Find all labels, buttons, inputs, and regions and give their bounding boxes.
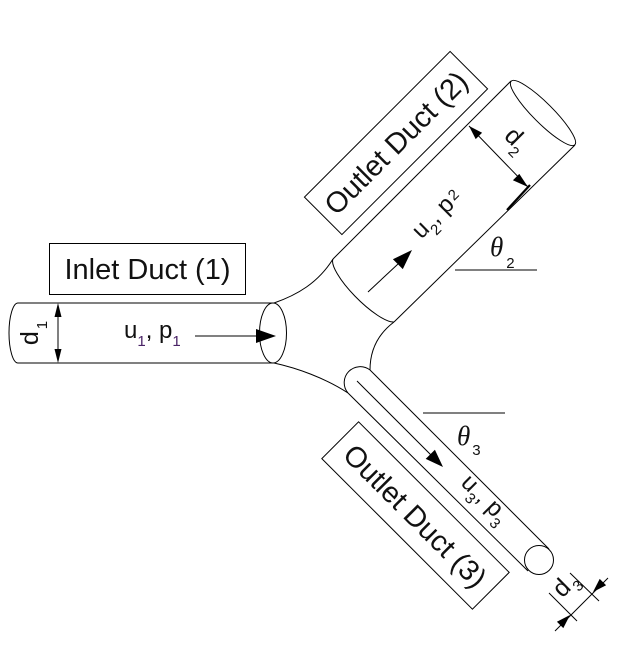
outlet-3-diameter-arrow-upper-icon	[593, 578, 607, 592]
outlet-duct-3-label-box-group	[321, 421, 510, 610]
outlet-duct-3-right-edge	[369, 369, 550, 550]
outlet-3-flow-arrow	[356, 380, 443, 467]
inlet-pressure-symbol: p	[159, 317, 172, 344]
outlet-3-flow-arrow-shaft	[356, 380, 432, 456]
outlet-3-diameter-label: d3	[547, 566, 587, 606]
inlet-diameter-dimension	[54, 303, 62, 363]
outlet-3-diameter-dimension	[548, 572, 609, 632]
junction-upper-wall	[273, 258, 334, 304]
outlet-2-diameter-label: d2	[495, 122, 535, 162]
outlet-duct-2-label-box	[303, 50, 489, 236]
inlet-duct-label-box	[49, 243, 246, 295]
outlet-3-flow-variables: u3, p3	[451, 469, 514, 532]
outlet-duct-3-left-edge	[347, 392, 529, 572]
inlet-diameter-subscript: 1	[34, 321, 51, 329]
inlet-flow-variables: u1, p1	[124, 317, 181, 350]
outlet-2-flow-arrow-head-icon	[392, 250, 412, 270]
outlet-2-angle-label: θ2	[490, 232, 515, 272]
outlet-duct-2-upper-edge	[332, 80, 512, 260]
outlet-2-diameter-arrow-lower-icon	[512, 173, 528, 187]
inlet-flow-arrow	[195, 329, 276, 343]
outlet-2-angle-symbol: θ	[490, 232, 503, 262]
outlet-3-extension-line-right	[569, 572, 600, 602]
outlet-duct-3-inner-end	[343, 366, 371, 394]
inlet-duct-left-end	[8, 302, 19, 364]
outlet-duct-2-lower-edge	[393, 144, 576, 323]
outlet-3-angle-subscript: 3	[472, 442, 480, 459]
inlet-pressure-subscript: 1	[172, 333, 180, 350]
inlet-separator: ,	[146, 317, 159, 344]
outlet-3-extension-line-left	[548, 592, 578, 622]
inlet-diameter-arrow-top-icon	[54, 303, 62, 317]
outlet-duct-2-edge-highlight	[506, 184, 531, 211]
outlet-2-diameter-dimension	[468, 125, 529, 188]
inlet-velocity-subscript: 1	[137, 333, 145, 350]
outlet-2-flow-arrow-shaft	[367, 263, 399, 293]
outlet-duct-3-end-cap	[524, 545, 554, 575]
outlet-2-diameter-arrow-upper-icon	[469, 126, 483, 140]
outlet-3-angle-symbol: θ	[457, 421, 470, 451]
inlet-diameter-symbol: d	[16, 331, 44, 345]
inlet-diameter-arrow-bottom-icon	[54, 349, 62, 363]
outlet-3-diameter-arrow-lower-icon	[556, 615, 570, 629]
outlet-duct-2-inner-end	[332, 258, 395, 323]
inlet-flow-arrow-head-icon	[256, 329, 276, 343]
outlet-duct-3	[343, 366, 554, 575]
outlet-duct-2	[332, 79, 577, 323]
outlet-2-angle-subscript: 2	[506, 255, 514, 272]
outlet-duct-2-end-cap	[509, 79, 577, 147]
junction-lower-wall	[273, 362, 349, 394]
junction-middle-wall	[369, 321, 395, 371]
outlet-duct-3-label-box	[321, 421, 510, 610]
outlet-2-flow-variables: u2, p2	[406, 183, 471, 248]
junction	[273, 258, 395, 394]
inlet-duct-label: Inlet Duct (1)	[65, 254, 231, 286]
inlet-velocity-symbol: u	[124, 317, 137, 344]
outlet-3-flow-arrow-head-icon	[425, 449, 443, 467]
outlet-2-flow-arrow	[367, 250, 412, 293]
outlet-duct-2-label-box-group	[303, 50, 489, 236]
inlet-diameter-label: d1	[16, 321, 51, 345]
outlet-duct-3-label: Outlet Duct (3)	[336, 439, 492, 595]
outlet-3-diameter-symbol: d	[547, 573, 577, 603]
